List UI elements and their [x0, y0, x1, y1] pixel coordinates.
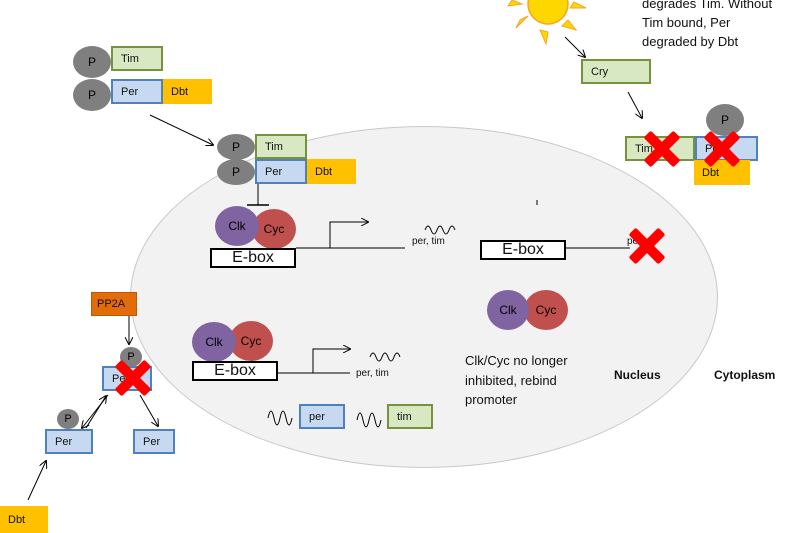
light-annotation-line: Tim bound, Per	[642, 15, 731, 30]
arrow-left-per-to-center	[85, 396, 106, 429]
mrna-squiggle-top	[424, 225, 456, 235]
cyc-label: Cyc	[535, 303, 557, 317]
ebox-label: E-box	[214, 362, 256, 379]
clk-label: Clk	[228, 219, 246, 233]
arrow-cry-to-complex	[627, 91, 642, 118]
dbt-label: Dbt	[171, 85, 189, 98]
dbt-protein: Dbt	[0, 506, 48, 533]
ebox-promoter: E-box	[210, 248, 296, 268]
degraded-cross-icon	[705, 132, 739, 166]
light-annotation-line: degrades Tim. Without	[642, 0, 773, 11]
cyc-label: Cyc	[240, 334, 262, 348]
clk-protein: Clk	[192, 322, 236, 362]
arrow-to-right-per	[139, 394, 158, 426]
transcript-label: per, tim	[412, 236, 445, 247]
pp2a-protein: PP2A	[91, 292, 137, 316]
phosphate-group: P	[217, 159, 255, 185]
transcript-label: per, tim	[356, 368, 389, 379]
dbt-label: Dbt	[315, 165, 333, 178]
dbt-protein: Dbt	[163, 79, 212, 104]
rebind-annotation-line: promoter	[465, 392, 518, 407]
clk-protein: Clk	[487, 290, 529, 330]
phosphate-label: P	[87, 88, 96, 102]
phosphate-group: P	[706, 104, 744, 136]
transcription-arrow-top	[329, 222, 368, 248]
tim-protein: Tim	[111, 46, 163, 71]
per-label: Per	[55, 435, 73, 448]
cry-label: Cry	[591, 65, 609, 78]
mrna-squiggle-tim	[356, 412, 382, 428]
phosphate-group: P	[217, 134, 255, 160]
mrna-squiggle-bottom	[369, 352, 401, 362]
phosphate-label: P	[231, 140, 240, 154]
transcription-arrow-bottom	[312, 349, 350, 373]
nucleus-label: Nucleus	[614, 368, 661, 382]
tim-label: Tim	[265, 140, 283, 153]
ebox-promoter: E-box	[192, 361, 278, 381]
per-protein: per	[299, 404, 345, 429]
clk-label: Clk	[499, 303, 517, 317]
cyc-protein: Cyc	[229, 321, 273, 361]
dephosphorylation-cross-icon	[116, 361, 150, 395]
dbt-label: Dbt	[702, 166, 720, 179]
cry-protein: Cry	[581, 59, 651, 84]
per-label: Per	[265, 165, 283, 178]
rebind-annotation-line: inhibited, rebind	[465, 373, 557, 388]
per-label: Per	[121, 85, 139, 98]
clk-protein: Clk	[215, 206, 259, 246]
arrow-complex-into-nucleus	[149, 114, 213, 145]
mrna-squiggle-per	[267, 410, 293, 426]
tim-protein: Tim	[255, 134, 307, 159]
clk-label: Clk	[205, 335, 223, 349]
phosphate-label: P	[231, 165, 240, 179]
dbt-label: Dbt	[8, 513, 26, 526]
per-protein: Per	[111, 79, 163, 104]
per-label: per	[309, 410, 325, 423]
phosphate-label: P	[64, 413, 72, 425]
ebox-promoter: E-box	[480, 240, 566, 260]
dbt-protein: Dbt	[307, 159, 356, 184]
per-protein: Per	[45, 429, 93, 454]
light-annotation-line: degraded by Dbt	[642, 34, 739, 49]
sun-icon	[506, 0, 587, 46]
cyc-protein: Cyc	[524, 290, 568, 330]
arrow-sun-to-cry	[564, 36, 585, 57]
pp2a-label: PP2A	[97, 298, 126, 310]
blocked-cross-icon	[630, 229, 664, 263]
phosphate-group: P	[73, 79, 111, 111]
cyc-protein: Cyc	[252, 209, 296, 249]
degraded-cross-icon	[645, 132, 679, 166]
arrow-dbt-up	[27, 461, 46, 501]
phosphate-label: P	[87, 55, 96, 69]
cyc-label: Cyc	[263, 222, 285, 236]
cytoplasm-label: Cytoplasm	[714, 368, 776, 382]
phosphate-label: P	[720, 113, 729, 127]
phosphate-group: P	[57, 409, 79, 429]
tim-label: tim	[397, 410, 412, 423]
per-protein: Per	[255, 159, 307, 184]
phosphate-label: P	[127, 351, 135, 363]
ebox-label: E-box	[232, 249, 274, 266]
ebox-label: E-box	[502, 241, 544, 258]
tim-protein: tim	[387, 404, 433, 429]
rebind-annotation-line: Clk/Cyc no longer	[465, 353, 568, 368]
per-protein: Per	[133, 429, 175, 454]
per-label: Per	[143, 435, 161, 448]
phosphate-group: P	[73, 46, 111, 78]
tim-label: Tim	[121, 52, 139, 65]
